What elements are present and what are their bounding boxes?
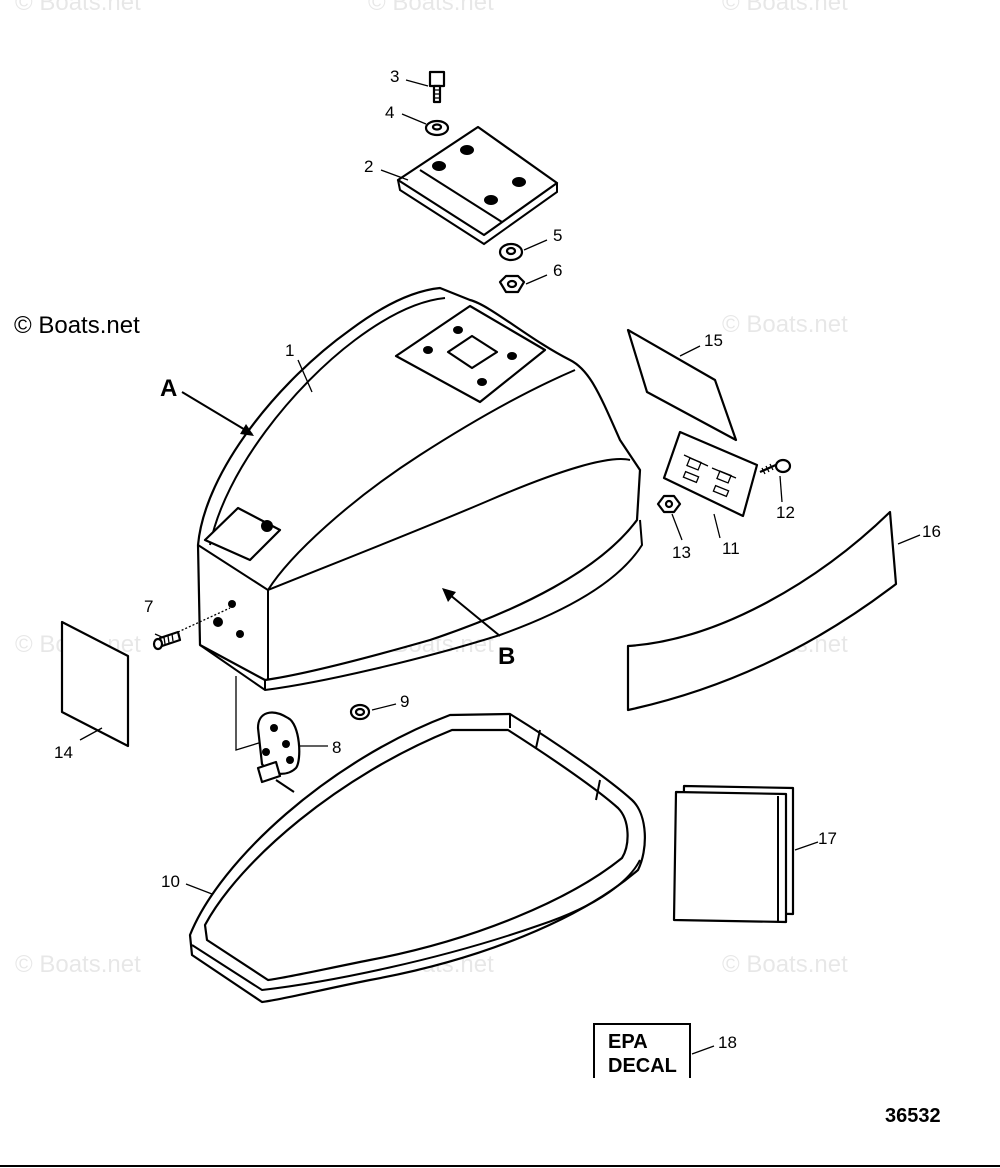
latch-plate-part [235,676,301,793]
leader-lines [79,79,921,1055]
callout-label: 13 [672,543,691,562]
nut-part [498,274,526,294]
callout-label: 5 [553,226,562,245]
washer-part [424,119,450,137]
callout-label: 18 [718,1033,737,1052]
callout-labels: 3 4 2 5 6 1 15 12 16 13 11 7 9 8 14 17 1… [54,67,941,1052]
watermark: © Boats.net [15,0,141,16]
screw-part [759,458,792,475]
engine-cowl-part [196,286,644,692]
long-decal-part [626,510,898,712]
nut-part [498,242,524,262]
watermark: © Boats.net [722,0,848,16]
top-pad-part [396,125,559,246]
decal-text-line1: EPA [608,1031,648,1053]
nut-part [656,494,682,514]
callout-label: 3 [390,67,399,86]
callout-label: 2 [364,157,373,176]
watermark: © Boats.net [722,311,848,338]
watermark: © Boats.net [15,951,141,978]
watermark: © Boats.net [722,951,848,978]
callout-label: 9 [400,692,409,711]
callout-label: 14 [54,743,73,762]
callout-label: 11 [722,539,740,558]
figure-number: 36532 [885,1105,941,1127]
callout-label: 17 [818,829,837,848]
view-letter-label: A [160,375,177,402]
epa-decal-box: EPA DECAL [593,1023,691,1078]
screw-part [428,70,446,104]
view-letter-label: B [498,643,515,670]
side-decal-part [60,620,130,748]
seal-part [188,712,646,1004]
watermark: © Boats.net [368,0,494,16]
callout-label: 15 [704,331,723,350]
screw-part [152,607,231,651]
callout-label: 4 [385,103,394,122]
decal-text-line2: DECAL [608,1055,677,1077]
callout-label: 12 [776,503,795,522]
small-decal-part [626,328,738,442]
manual-part [672,784,795,924]
callout-label: 1 [285,341,294,360]
callout-label: 6 [553,261,562,280]
emblem-plate-part [662,430,759,518]
callout-label: 16 [922,522,941,541]
callout-label: 10 [161,872,180,891]
nut-part [349,703,371,721]
copyright-notice: © Boats.net [14,312,140,339]
callout-label: 7 [144,597,153,616]
callout-label: 8 [332,738,341,757]
